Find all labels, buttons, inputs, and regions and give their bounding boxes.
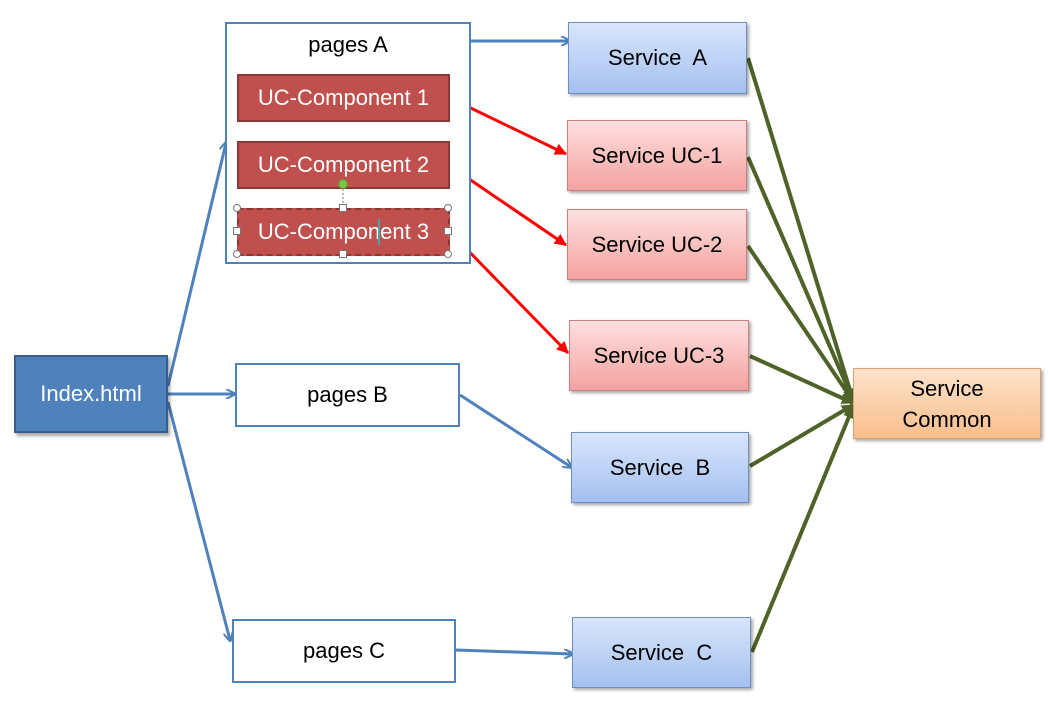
service-uc-3-node: Service UC-3 — [569, 320, 749, 391]
edge-service-uc3-to-common — [749, 354, 854, 405]
pages-c-node: pages C — [232, 619, 456, 683]
pages-a-label: pages A — [308, 32, 388, 57]
edge-index-to-pages-a — [166, 143, 226, 387]
edge-pages-c-to-service-c — [455, 648, 572, 654]
edge-service-uc1-to-common — [746, 156, 855, 401]
uc-component-2-label: UC-Component 2 — [257, 152, 430, 177]
edge-pages-b-to-service-b — [459, 393, 571, 467]
edge-index-to-pages-c — [166, 401, 230, 640]
service-common-node: Service Common — [853, 368, 1041, 439]
uc-component-3-node: UC-Component 3 — [237, 208, 450, 256]
service-uc-1-label: Service UC-1 — [591, 142, 723, 168]
service-c-node: Service C — [572, 617, 751, 688]
resize-handle-bottom-left[interactable] — [233, 250, 241, 258]
edge-service-b-to-common — [748, 403, 855, 468]
uc-component-1-node: UC-Component 1 — [237, 74, 450, 122]
resize-handle-bottom[interactable] — [339, 250, 347, 258]
service-a-node: Service A — [568, 22, 747, 94]
pages-b-label: pages B — [307, 382, 388, 407]
rotation-handle[interactable] — [338, 179, 348, 189]
resize-handle-top[interactable] — [339, 204, 347, 212]
service-uc-1-node: Service UC-1 — [567, 120, 747, 191]
service-a-label: Service A — [607, 45, 708, 70]
edge-service-uc2-to-common — [746, 244, 855, 403]
resize-handle-right[interactable] — [444, 227, 452, 235]
service-uc-2-label: Service UC-2 — [591, 231, 723, 257]
resize-handle-bottom-right[interactable] — [444, 250, 452, 258]
service-b-label: Service B — [609, 454, 711, 480]
service-uc-2-node: Service UC-2 — [567, 209, 747, 280]
index-html-label: Index.html — [40, 381, 142, 406]
service-common-label-line1: Service — [910, 375, 984, 401]
edge-service-c-to-common — [750, 406, 855, 653]
text-cursor — [378, 219, 380, 245]
service-c-label: Service C — [610, 639, 713, 665]
index-html-node: Index.html — [14, 355, 168, 433]
pages-b-node: pages B — [235, 363, 460, 427]
resize-handle-left[interactable] — [233, 227, 241, 235]
uc-component-3-label: UC-Component 3 — [257, 219, 430, 244]
pages-c-label: pages C — [303, 638, 385, 663]
service-uc-3-label: Service UC-3 — [593, 342, 725, 368]
edge-service-a-to-common — [746, 57, 856, 401]
service-b-node: Service B — [571, 432, 749, 503]
service-common-label-line2: Common — [902, 406, 992, 432]
resize-handle-top-left[interactable] — [233, 204, 241, 212]
uc-component-1-label: UC-Component 1 — [257, 85, 430, 110]
resize-handle-top-right[interactable] — [444, 204, 452, 212]
